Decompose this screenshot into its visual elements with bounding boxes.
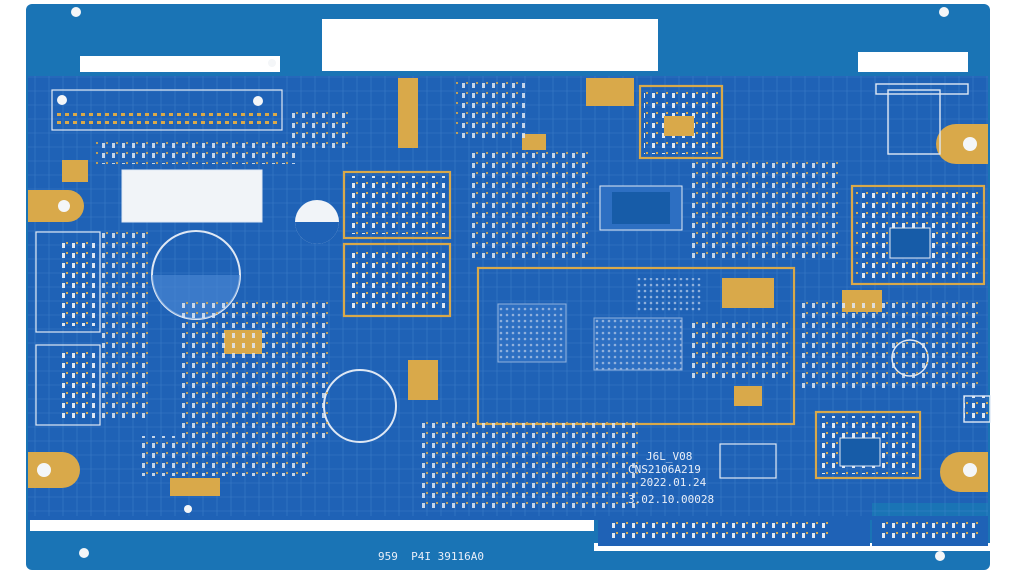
gold-pads (62, 78, 882, 496)
shield-label (121, 169, 263, 223)
fpc-connectors (35, 231, 101, 426)
bga-chips (497, 185, 931, 467)
panel-cutout (322, 19, 658, 71)
bottom-connectors (598, 516, 988, 546)
mounting-pads (28, 124, 988, 492)
component-clusters (96, 78, 980, 510)
antenna-connector (875, 83, 991, 423)
header-connector (51, 89, 283, 131)
silk-part-number: CNS2106A219 (628, 463, 701, 476)
silk-date: 2022.01.24 (640, 476, 707, 489)
panel-holes (57, 7, 949, 561)
silk-box (719, 443, 777, 479)
silk-model: J6L_V08 (646, 450, 692, 463)
silk-version: 3.02.10.00028 (628, 493, 714, 506)
shield-frames (342, 84, 986, 480)
silk-panel-code: 959 P4I 39116A0 (378, 550, 484, 563)
